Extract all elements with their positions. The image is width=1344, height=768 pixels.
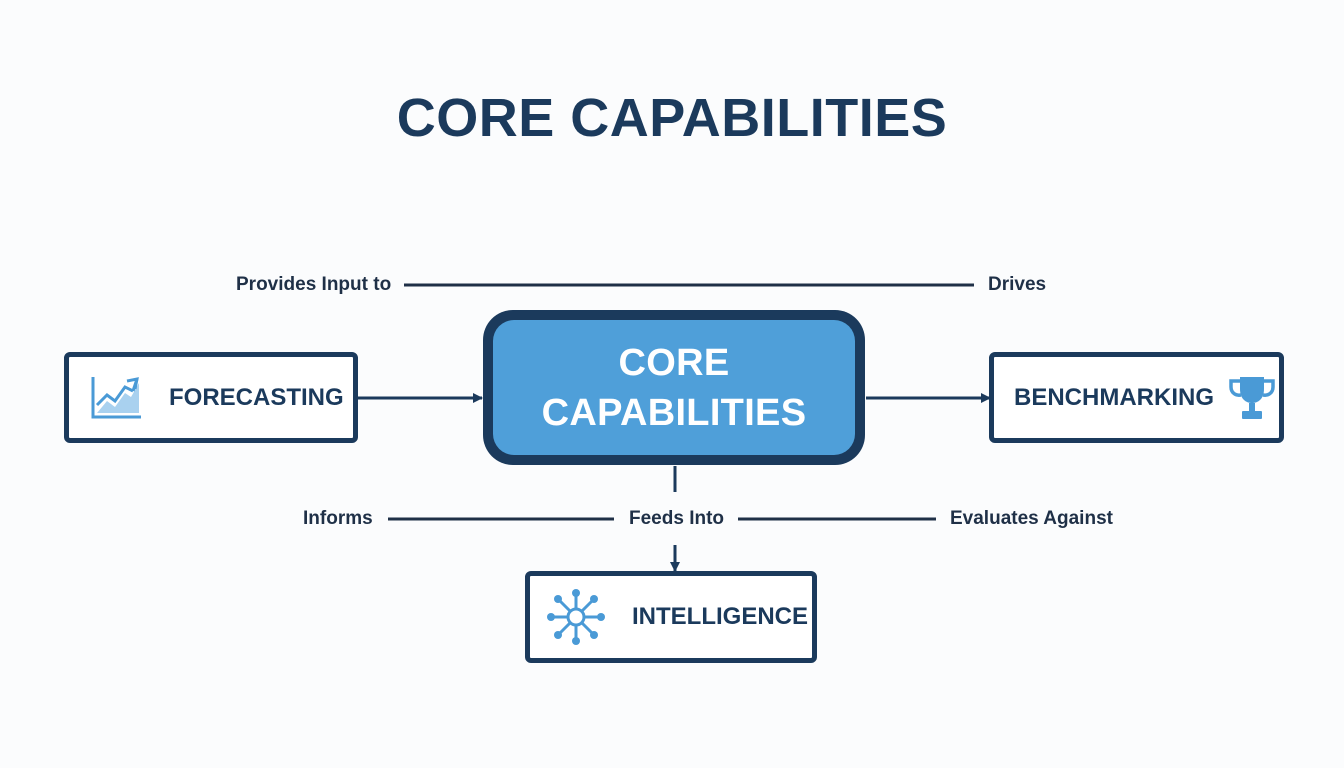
label-feeds-into: Feeds Into	[629, 508, 725, 529]
benchmarking-node[interactable]: BENCHMARKING	[989, 352, 1284, 443]
intelligence-label: INTELLIGENCE	[632, 603, 809, 630]
core-label-line2: CAPABILITIES	[541, 391, 807, 434]
label-provides-input-to: Provides Input to	[236, 274, 392, 295]
forecasting-label: FORECASTING	[169, 383, 344, 411]
network-hub-icon	[544, 587, 608, 647]
label-evaluates-against: Evaluates Against	[950, 508, 1113, 529]
trend-chart-icon	[89, 375, 143, 421]
forecasting-node[interactable]: FORECASTING	[64, 352, 358, 443]
core-capabilities-fill: CORE CAPABILITIES	[493, 320, 855, 455]
core-capabilities-node[interactable]: CORE CAPABILITIES	[483, 310, 865, 465]
core-label-line1: CORE	[618, 341, 730, 384]
trophy-icon	[1226, 373, 1278, 423]
label-informs: Informs	[303, 508, 373, 529]
label-drives: Drives	[988, 274, 1047, 295]
intelligence-node[interactable]: INTELLIGENCE	[525, 571, 817, 663]
benchmarking-label: BENCHMARKING	[1014, 383, 1214, 411]
page-title: CORE CAPABILITIES	[396, 88, 948, 148]
